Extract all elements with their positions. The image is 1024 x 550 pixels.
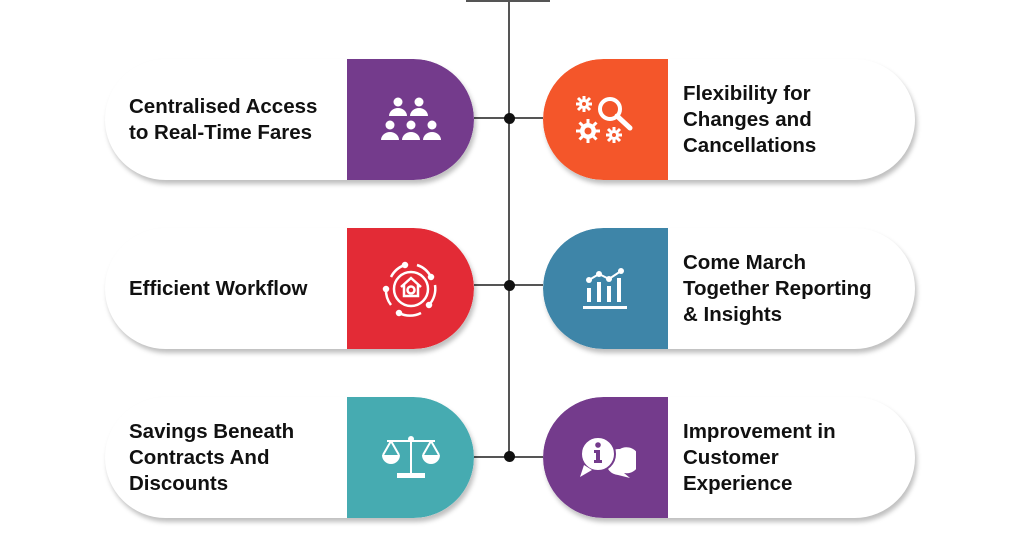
card-icon-panel	[543, 59, 668, 180]
card-label: Centralised Access to Real-Time Fares	[129, 94, 318, 144]
card-label: Come March Together Reporting & Insights	[683, 250, 872, 326]
card-label: Improvement in Customer Experience	[683, 419, 836, 495]
card-reporting-insights: Come March Together Reporting & Insights	[543, 228, 915, 349]
bar-chart-icon	[582, 267, 627, 309]
card-efficient-workflow: Efficient Workflow	[105, 228, 474, 349]
card-icon-panel	[347, 228, 474, 349]
card-centralised-access: Centralised Access to Real-Time Fares	[105, 59, 474, 180]
card-customer-experience: Improvement in Customer Experience	[543, 397, 915, 518]
card-flexibility: Flexibility for Changes and Cancellation…	[543, 59, 915, 180]
card-icon-panel	[347, 59, 474, 180]
card-label: Savings Beneath Contracts And Discounts	[129, 419, 295, 495]
card-icon-panel	[347, 397, 474, 518]
connector-dot	[504, 451, 515, 462]
gears-search-icon	[575, 95, 632, 143]
balance-scale-icon	[381, 435, 440, 478]
info-chat-icon	[579, 435, 636, 478]
card-icon-panel	[543, 228, 668, 349]
card-label: Flexibility for Changes and Cancellation…	[683, 81, 817, 157]
card-savings-contracts: Savings Beneath Contracts And Discounts	[105, 397, 474, 518]
timeline-vertical-line	[508, 0, 510, 457]
connector-dot	[504, 113, 515, 124]
connector-dot	[504, 280, 515, 291]
card-icon-panel	[543, 397, 668, 518]
card-label: Efficient Workflow	[129, 276, 308, 300]
workflow-cycle-icon	[382, 261, 437, 317]
people-group-icon	[380, 97, 441, 140]
